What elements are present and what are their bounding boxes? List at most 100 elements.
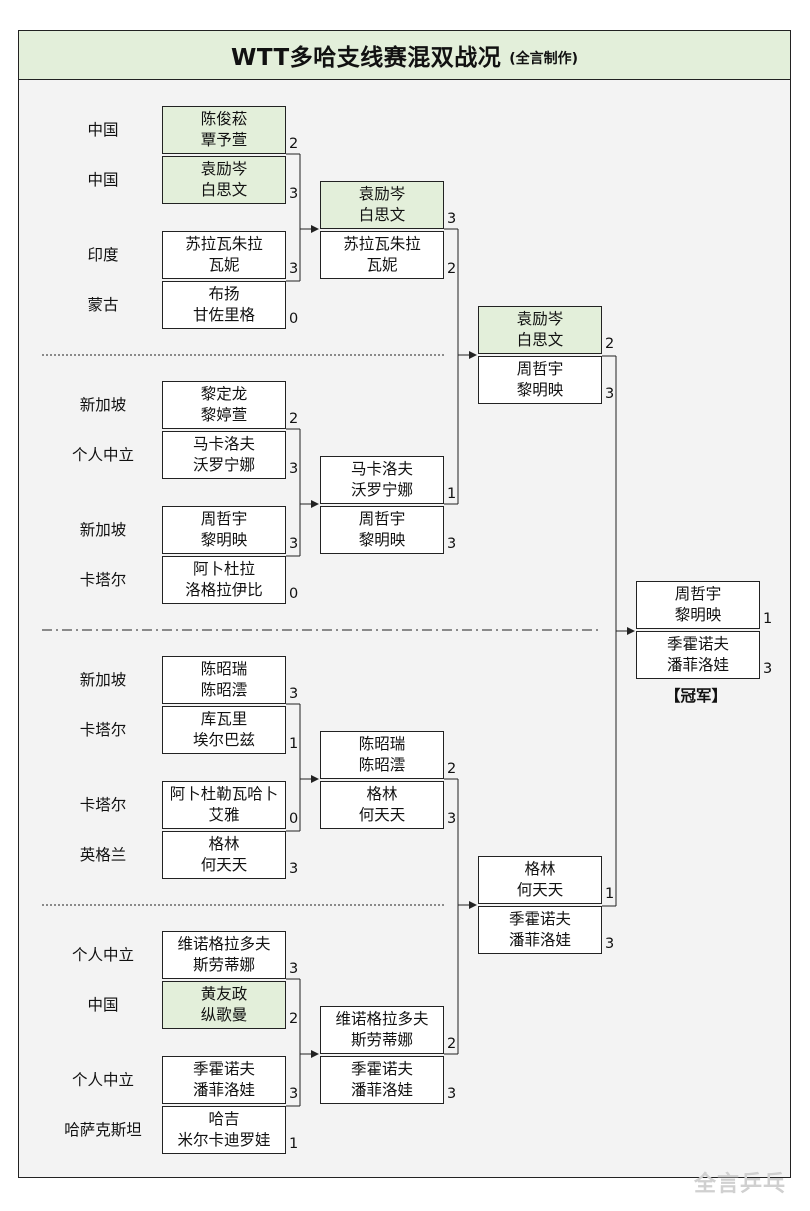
watermark: 全言乒乓 — [694, 1172, 787, 1197]
player-name: 潘菲洛娃 — [350, 1081, 413, 1099]
country-label: 蒙古 — [87, 296, 119, 314]
player-name: 维诺格拉多夫 — [335, 1010, 429, 1028]
country-label: 卡塔尔 — [79, 571, 127, 589]
team-box: 格林何天天 — [478, 856, 602, 904]
player-name: 甘佐里格 — [192, 306, 255, 324]
player-name: 格林 — [366, 785, 398, 803]
team-box: 陈昭瑞陈昭澐 — [320, 731, 444, 779]
player-name: 袁励岑 — [358, 185, 406, 203]
team-box: 格林何天天 — [162, 831, 286, 879]
player-name: 何天天 — [516, 881, 564, 899]
country-label: 中国 — [87, 996, 119, 1014]
country-label: 新加坡 — [79, 396, 127, 414]
player-name: 纵歌曼 — [200, 1006, 248, 1024]
player-name: 潘菲洛娃 — [508, 931, 571, 949]
score-label: 3 — [289, 961, 299, 977]
score-label: 1 — [763, 611, 773, 627]
country-label: 卡塔尔 — [79, 721, 127, 739]
team-box: 袁励岑白思文 — [320, 181, 444, 229]
team-box: 维诺格拉多夫斯劳蒂娜 — [320, 1006, 444, 1054]
player-name: 陈昭澐 — [200, 681, 248, 699]
team-box: 维诺格拉多夫斯劳蒂娜 — [162, 931, 286, 979]
player-name: 覃予萱 — [200, 131, 248, 149]
player-name: 洛格拉伊比 — [185, 581, 263, 599]
player-name: 黎定龙 — [200, 385, 248, 403]
team-box: 季霍诺夫潘菲洛娃 — [478, 906, 602, 954]
score-label: 3 — [289, 261, 299, 277]
country-label: 个人中立 — [71, 446, 134, 464]
title-bar: WTT多哈支线赛混双战况 (全言制作) — [18, 30, 791, 80]
score-label: 0 — [289, 311, 299, 327]
team-box: 袁励岑白思文 — [478, 306, 602, 354]
player-name: 陈俊菘 — [200, 110, 248, 128]
country-label: 中国 — [87, 121, 119, 139]
player-name: 周哲宇 — [358, 510, 406, 528]
country-label: 印度 — [87, 246, 119, 264]
player-name: 马卡洛夫 — [350, 460, 413, 478]
score-label: 3 — [763, 661, 773, 677]
team-box: 马卡洛夫沃罗宁娜 — [320, 456, 444, 504]
player-name: 季霍诺夫 — [508, 910, 571, 928]
team-box: 周哲宇黎明映 — [162, 506, 286, 554]
player-name: 格林 — [524, 860, 556, 878]
player-name: 季霍诺夫 — [192, 1060, 255, 1078]
team-box: 季霍诺夫潘菲洛娃 — [162, 1056, 286, 1104]
score-label: 2 — [447, 761, 457, 777]
player-name: 沃罗宁娜 — [192, 456, 255, 474]
player-name: 周哲宇 — [200, 510, 248, 528]
player-name: 潘菲洛娃 — [192, 1081, 255, 1099]
score-label: 3 — [289, 686, 299, 702]
player-name: 米尔卡迪罗娃 — [177, 1131, 271, 1149]
score-label: 3 — [447, 536, 457, 552]
player-name: 苏拉瓦朱拉 — [185, 235, 263, 253]
player-name: 艾雅 — [208, 806, 240, 824]
player-name: 埃尔巴兹 — [192, 731, 255, 749]
team-box: 陈昭瑞陈昭澐 — [162, 656, 286, 704]
player-name: 周哲宇 — [516, 360, 564, 378]
player-name: 季霍诺夫 — [350, 1060, 413, 1078]
score-label: 3 — [289, 861, 299, 877]
team-box: 黎定龙黎婷萱 — [162, 381, 286, 429]
player-name: 马卡洛夫 — [192, 435, 255, 453]
score-label: 3 — [289, 461, 299, 477]
player-name: 黎明映 — [358, 531, 406, 549]
team-box: 库瓦里埃尔巴兹 — [162, 706, 286, 754]
player-name: 哈吉 — [208, 1110, 240, 1128]
player-name: 库瓦里 — [200, 710, 248, 728]
score-label: 3 — [289, 536, 299, 552]
player-name: 何天天 — [358, 806, 406, 824]
team-box: 周哲宇黎明映 — [320, 506, 444, 554]
country-label: 英格兰 — [79, 846, 127, 864]
player-name: 袁励岑 — [516, 310, 564, 328]
page-subtitle: (全言制作) — [509, 51, 579, 67]
team-box: 周哲宇黎明映 — [478, 356, 602, 404]
player-name: 白思文 — [358, 206, 406, 224]
country-label: 哈萨克斯坦 — [64, 1121, 142, 1139]
player-name: 何天天 — [200, 856, 248, 874]
score-label: 0 — [289, 586, 299, 602]
player-name: 潘菲洛娃 — [666, 656, 729, 674]
team-box: 陈俊菘覃予萱 — [162, 106, 286, 154]
player-name: 陈昭瑞 — [358, 735, 406, 753]
player-name: 阿卜杜勒瓦哈卜 — [169, 785, 279, 803]
team-box: 季霍诺夫潘菲洛娃 — [320, 1056, 444, 1104]
team-box: 季霍诺夫潘菲洛娃 — [636, 631, 760, 679]
bracket-connectors — [286, 153, 635, 1107]
player-name: 季霍诺夫 — [666, 635, 729, 653]
player-name: 黎婷萱 — [200, 406, 248, 424]
team-box: 格林何天天 — [320, 781, 444, 829]
player-name: 周哲宇 — [674, 585, 722, 603]
player-name: 袁励岑 — [200, 160, 248, 178]
score-label: 2 — [289, 136, 299, 152]
score-label: 3 — [605, 936, 615, 952]
score-label: 0 — [289, 811, 299, 827]
team-box: 袁励岑白思文 — [162, 156, 286, 204]
player-name: 斯劳蒂娜 — [192, 956, 255, 974]
player-name: 阿卜杜拉 — [192, 560, 255, 578]
country-label: 个人中立 — [71, 1071, 134, 1089]
player-name: 瓦妮 — [208, 256, 240, 274]
score-label: 3 — [447, 811, 457, 827]
player-name: 陈昭瑞 — [200, 660, 248, 678]
player-name: 黎明映 — [516, 381, 564, 399]
